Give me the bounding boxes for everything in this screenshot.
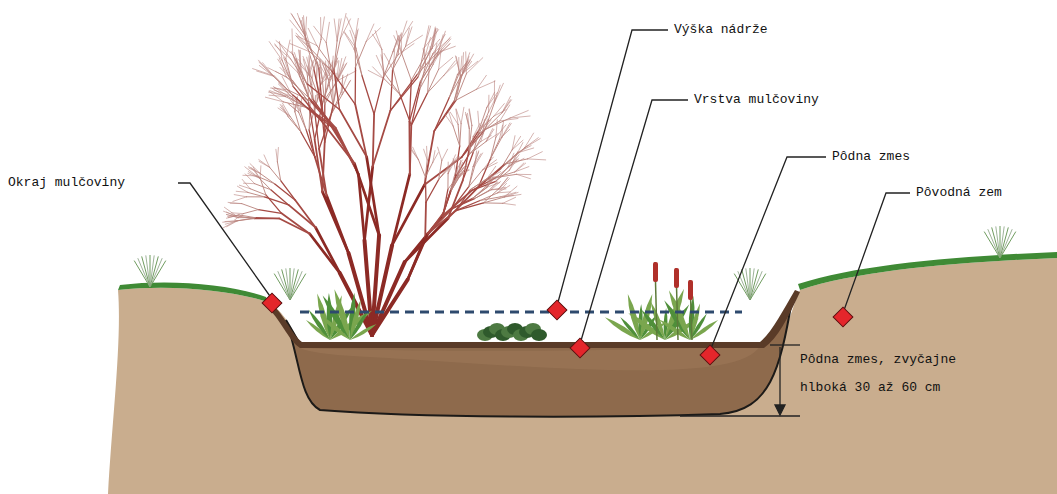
native-ground	[108, 258, 1057, 494]
part-label: Výška nádrže	[674, 22, 768, 38]
soil-mix	[286, 300, 792, 417]
ponding-level	[300, 311, 742, 314]
soil-shade	[300, 346, 760, 370]
grass	[798, 252, 1057, 290]
part-label: Pôvodná zem	[916, 185, 1002, 201]
grass	[118, 282, 268, 302]
part-label: Okraj mulčoviny	[8, 175, 125, 191]
shrub	[223, 13, 546, 335]
part-label: Pôdna zmes, zvyčajne hlboká 30 až 60 cm	[800, 346, 978, 402]
plants	[306, 262, 718, 341]
grass-tufts	[134, 226, 1016, 300]
part-label: Pôdna zmes	[832, 149, 910, 165]
mulch-layer	[266, 290, 800, 348]
part-label: Vrstva mulčoviny	[694, 92, 819, 108]
marker-diamonds	[262, 293, 853, 365]
